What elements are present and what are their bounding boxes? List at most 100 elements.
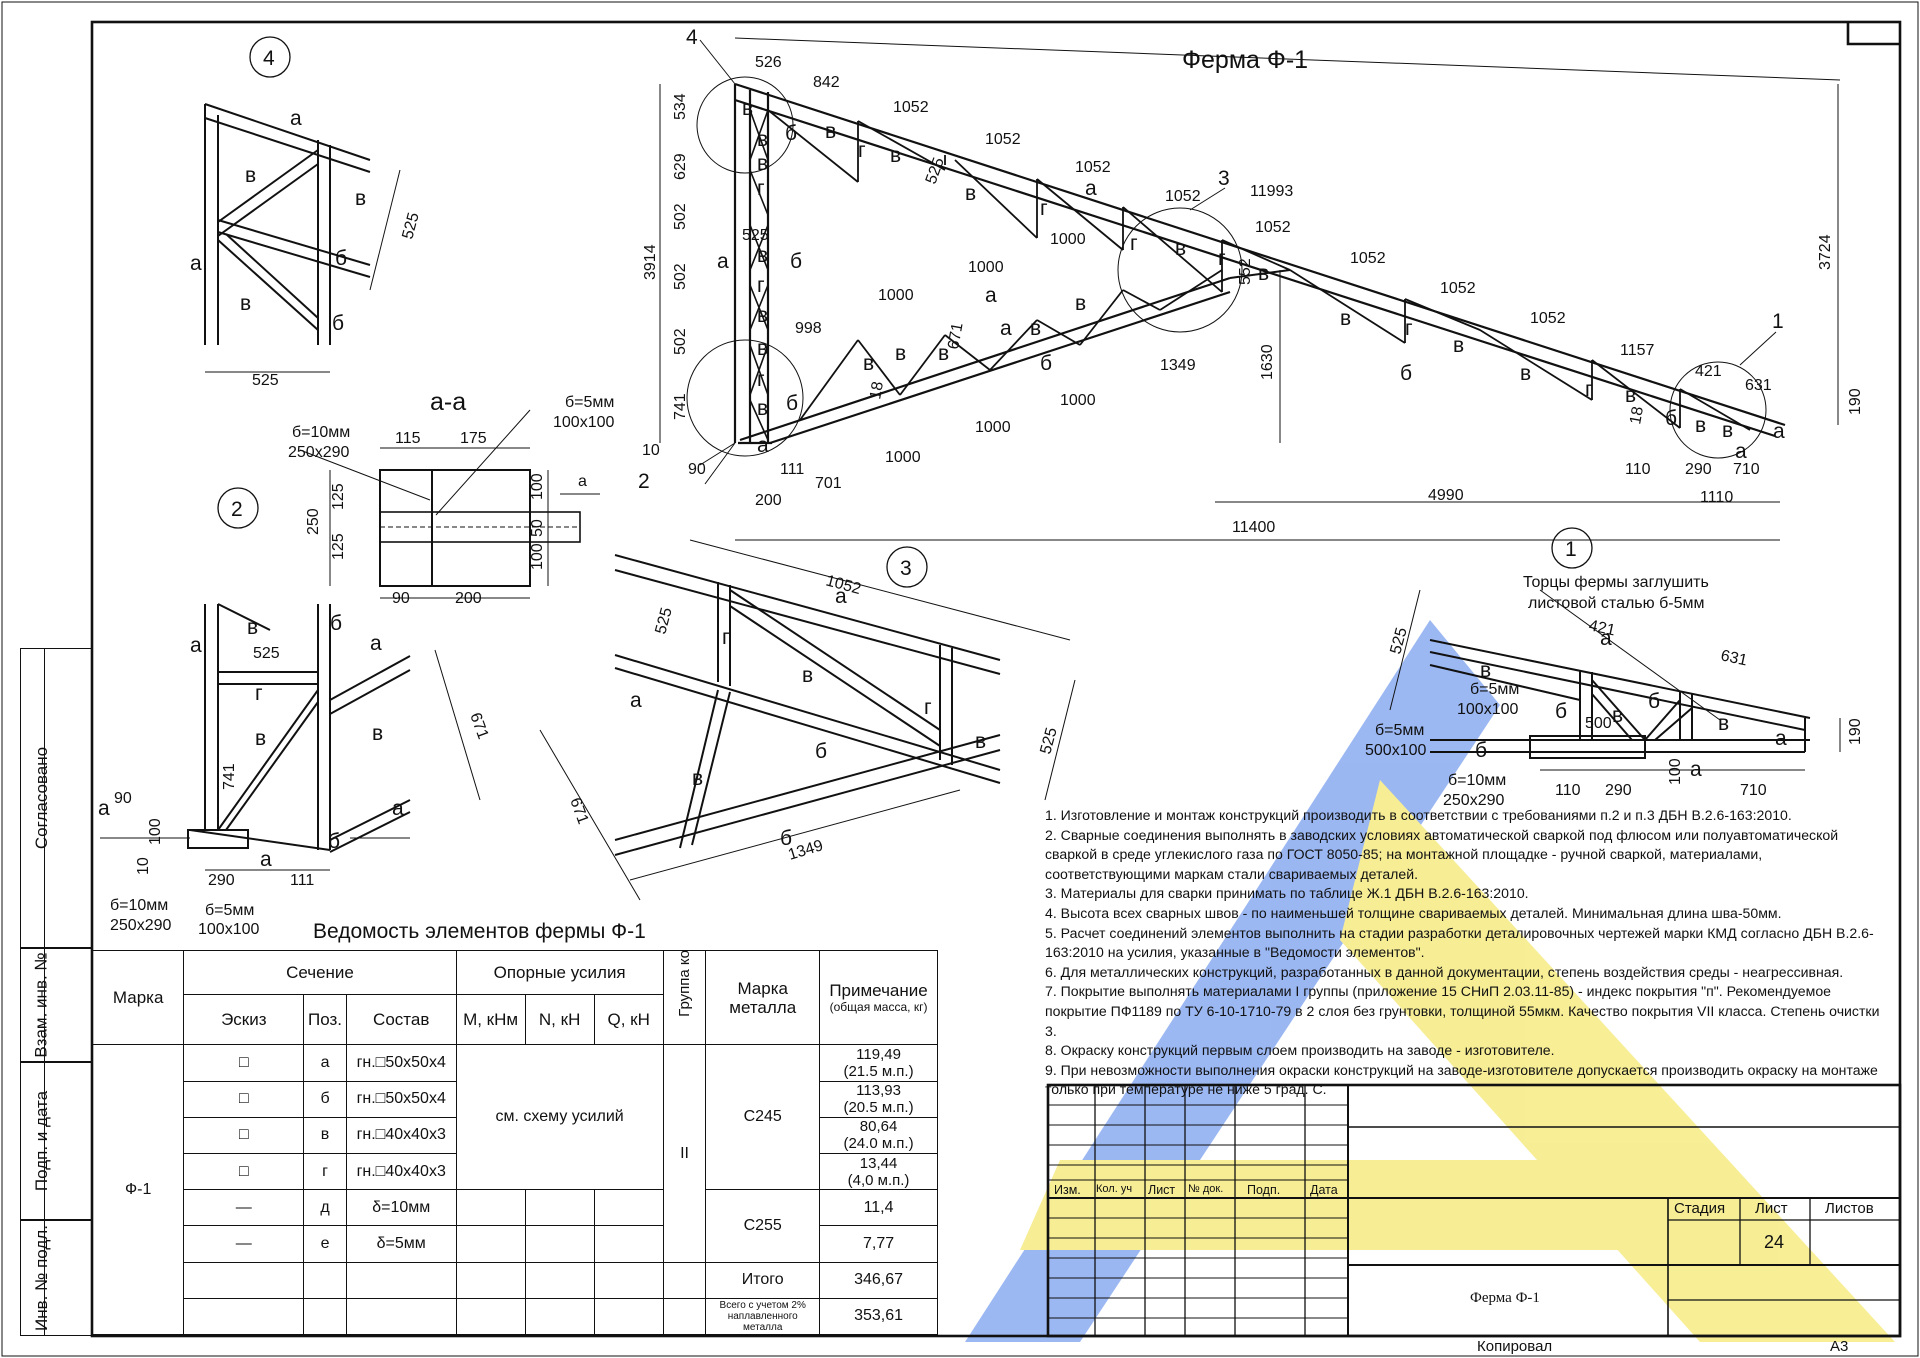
svg-text:в: в — [757, 337, 768, 360]
svg-text:631: 631 — [1719, 647, 1749, 669]
tb-sheets: Листов — [1825, 1200, 1874, 1217]
svg-text:525: 525 — [1037, 726, 1060, 756]
svg-text:1: 1 — [1565, 538, 1577, 561]
cell-pos: в — [303, 1116, 347, 1155]
dim-top-9: 1052 — [1440, 280, 1476, 297]
table-row: □ б гн.□50х50х4 113,93(20.5 м.п.) — [93, 1080, 938, 1118]
svg-text:а: а — [578, 473, 587, 490]
svg-text:в: в — [825, 120, 836, 143]
svg-text:г: г — [1040, 197, 1048, 220]
svg-text:а: а — [985, 284, 997, 307]
svg-text:175: 175 — [460, 430, 487, 447]
svg-text:б=5мм: б=5мм — [565, 394, 614, 411]
svg-text:а: а — [98, 797, 110, 820]
tb-col-izm: Изм. — [1054, 1183, 1081, 1197]
svg-text:в: в — [757, 244, 768, 267]
svg-text:525: 525 — [1387, 626, 1410, 656]
tb-col-list: Лист — [1148, 1183, 1176, 1197]
side-stamp-cell-2 — [20, 948, 92, 1062]
cell-comp: гн.□40х40х3 — [345, 1153, 457, 1191]
dim-top-4: 1052 — [985, 131, 1021, 148]
svg-text:б: б — [790, 250, 802, 273]
general-notes: 1. Изготовление и монтаж конструкций про… — [1045, 806, 1880, 1100]
svg-text:а-а: а-а — [430, 388, 466, 416]
node-circle-1 — [1669, 361, 1767, 459]
col-n: N, кН — [524, 994, 595, 1046]
tb-stage: Стадия — [1674, 1200, 1726, 1217]
table-row: — д δ=10мм С255 11,4 — [93, 1189, 938, 1263]
dim-top-2: 842 — [813, 74, 840, 91]
col-comp: Состав — [345, 994, 457, 1046]
cell-mass: 11,4 — [819, 1189, 938, 1227]
svg-text:г: г — [757, 368, 765, 391]
cell-pos: д — [303, 1189, 347, 1227]
dim-left-total: 3914 — [642, 244, 659, 280]
note-2: 2. Сварные соединения выполнять в заводс… — [1045, 826, 1839, 882]
dim-top-8: 1052 — [1350, 250, 1386, 267]
svg-text:290: 290 — [1605, 782, 1632, 799]
dim-bot-9: 1110 — [1700, 489, 1733, 506]
svg-text:б=10мм: б=10мм — [292, 424, 350, 441]
cell-pos: а — [303, 1044, 347, 1082]
svg-text:а: а — [1085, 177, 1097, 200]
detail-2: 2 90 10 100 741 525 671 290 111 б=10мм 2… — [98, 487, 491, 938]
svg-text:100x100: 100x100 — [198, 921, 259, 938]
svg-text:г: г — [1405, 317, 1413, 340]
cell-comp: гн.□40х40х3 — [345, 1116, 457, 1155]
side-agreed: Согласовано — [32, 746, 51, 850]
dim-bot-4: 200 — [755, 492, 782, 509]
tb-format: А3 — [1830, 1338, 1849, 1355]
cell-comp: δ=10мм — [345, 1189, 457, 1227]
svg-text:115: 115 — [395, 430, 421, 447]
svg-text:290: 290 — [208, 872, 235, 889]
cell-steel-2: С255 — [705, 1189, 821, 1263]
dim-top-5: 1052 — [1075, 159, 1111, 176]
table-row: □ г гн.□40х40х3 13,44(4,0 м.п.) — [93, 1153, 938, 1191]
cell-pos: б — [303, 1080, 347, 1118]
dim-overall-top: 11993 — [1250, 183, 1293, 200]
cell-grand-total: 353,61 — [819, 1297, 938, 1336]
svg-text:10: 10 — [135, 857, 152, 875]
dim-bot-chord-5: 1349 — [1160, 357, 1196, 374]
dim-web-3: 18 — [1627, 405, 1647, 426]
svg-text:а: а — [1735, 440, 1747, 463]
svg-text:в: в — [802, 664, 813, 687]
side-stamp-cell-3 — [20, 1062, 92, 1220]
svg-text:б: б — [335, 247, 347, 270]
sketch-square-icon: □ — [183, 1044, 305, 1082]
svg-text:125: 125 — [330, 533, 347, 560]
cell-comp: гн.□50х50х4 — [345, 1044, 457, 1082]
svg-text:а: а — [392, 797, 404, 820]
truss-title: Ферма Ф-1 — [1182, 46, 1308, 74]
sketch-square-icon: □ — [183, 1080, 305, 1118]
svg-text:500x100: 500x100 — [1365, 742, 1426, 759]
svg-text:671: 671 — [566, 796, 591, 827]
svg-text:в: в — [1722, 419, 1733, 442]
table-row: □ в гн.□40х40х3 80,64(24.0 м.п.) — [93, 1116, 938, 1155]
side-inv-orig: Инв. № подл. — [32, 1225, 51, 1331]
svg-text:в: в — [975, 730, 986, 753]
svg-text:б: б — [328, 830, 340, 853]
svg-text:в: в — [245, 164, 256, 187]
svg-text:111: 111 — [290, 872, 314, 889]
svg-text:г: г — [1585, 378, 1593, 401]
svg-text:г: г — [924, 696, 932, 719]
svg-text:2: 2 — [231, 498, 243, 521]
col-forces: Опорные усилия — [455, 949, 664, 996]
svg-text:250: 250 — [305, 508, 322, 535]
dim-bot-5: 4990 — [1428, 487, 1464, 504]
cell-total: 346,67 — [819, 1261, 938, 1299]
svg-text:525: 525 — [252, 372, 279, 389]
svg-text:г: г — [1130, 232, 1138, 255]
svg-text:в: в — [895, 342, 906, 365]
sketch-square-icon: □ — [183, 1153, 305, 1191]
note-5: 5. Расчет соединений элементов выполнить… — [1045, 924, 1874, 961]
table-row-total: Итого 346,67 — [93, 1261, 938, 1299]
svg-text:в: в — [1030, 317, 1041, 340]
col-note: Примечание(общая масса, кг) — [819, 949, 938, 1046]
main-dimension-lines — [659, 37, 1841, 541]
cell-pos: е — [303, 1225, 347, 1263]
table-title: Ведомость элементов фермы Ф-1 — [313, 920, 646, 943]
col-steel: Марка металла — [705, 949, 821, 1046]
side-sign-date: Подп. и дата — [32, 1090, 52, 1192]
